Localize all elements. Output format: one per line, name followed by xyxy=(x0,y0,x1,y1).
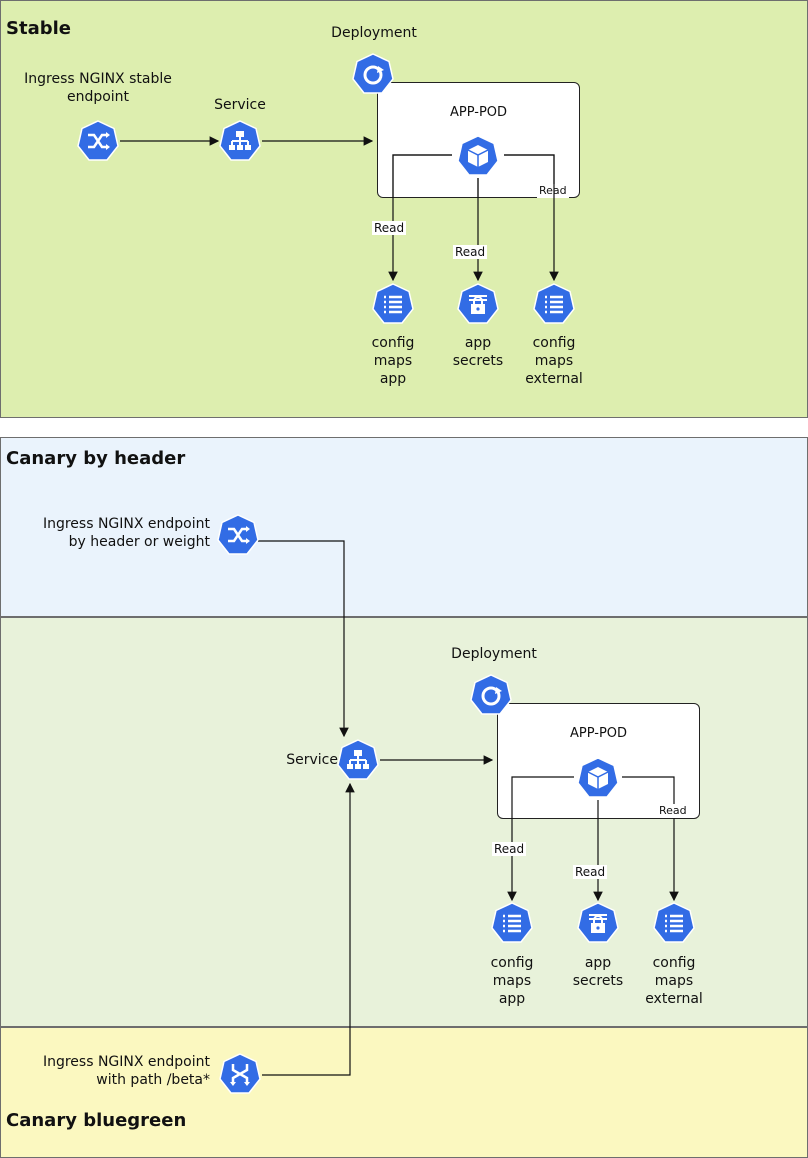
bluegreen-ingress-icon xyxy=(218,1052,262,1096)
stable-configmap-app-icon xyxy=(371,282,415,326)
canary-ingress-icon xyxy=(216,513,260,557)
stable-pod-icon xyxy=(456,134,500,178)
canary-deployment-label: Deployment xyxy=(451,646,537,662)
stable-zone xyxy=(0,0,808,418)
canary-configmap-external-label: config maps external xyxy=(645,955,703,1007)
stable-read-label-2: Read xyxy=(453,245,488,259)
canary-pod-label: APP-POD xyxy=(569,726,628,741)
bluegreen-title: Canary bluegreen xyxy=(6,1110,187,1131)
stable-secret-label: app secrets xyxy=(452,335,504,369)
canary-configmap-external-icon xyxy=(652,901,696,945)
stable-read-label-1: Read xyxy=(372,221,407,235)
canary-service-label: Service xyxy=(286,752,338,768)
stable-pod-label: APP-POD xyxy=(449,105,508,120)
bluegreen-ingress-label: Ingress NGINX endpoint with path /beta* xyxy=(42,1054,210,1088)
bluegreen-zone xyxy=(0,1027,808,1158)
stable-deployment-label: Deployment xyxy=(331,25,417,41)
stable-read-label-3: Read xyxy=(537,184,569,198)
canary-header-title: Canary by header xyxy=(6,448,186,469)
stable-service-icon xyxy=(218,119,262,163)
canary-pod-icon xyxy=(576,756,620,800)
canary-mid-zone xyxy=(0,617,808,1027)
stable-service-label: Service xyxy=(214,97,266,113)
canary-read-label-1: Read xyxy=(492,842,527,856)
stable-title: Stable xyxy=(6,18,71,39)
canary-header-zone xyxy=(0,437,808,617)
stable-configmap-external-label: config maps external xyxy=(525,335,583,387)
stable-deployment-icon xyxy=(351,52,395,96)
canary-configmap-app-label: config maps app xyxy=(490,955,534,1007)
canary-secret-label: app secrets xyxy=(572,955,624,989)
stable-configmap-app-label: config maps app xyxy=(371,335,415,387)
stable-ingress-label: Ingress NGINX stable endpoint xyxy=(24,71,172,105)
stable-secret-icon xyxy=(456,282,500,326)
canary-ingress-label: Ingress NGINX endpoint by header or weig… xyxy=(42,516,210,550)
canary-secret-icon xyxy=(576,901,620,945)
canary-read-label-3: Read xyxy=(657,804,689,818)
canary-service-icon xyxy=(336,738,380,782)
canary-configmap-app-icon xyxy=(490,901,534,945)
stable-ingress-icon xyxy=(76,119,120,163)
canary-read-label-2: Read xyxy=(573,865,608,879)
canary-deployment-icon xyxy=(469,673,513,717)
stable-configmap-external-icon xyxy=(532,282,576,326)
